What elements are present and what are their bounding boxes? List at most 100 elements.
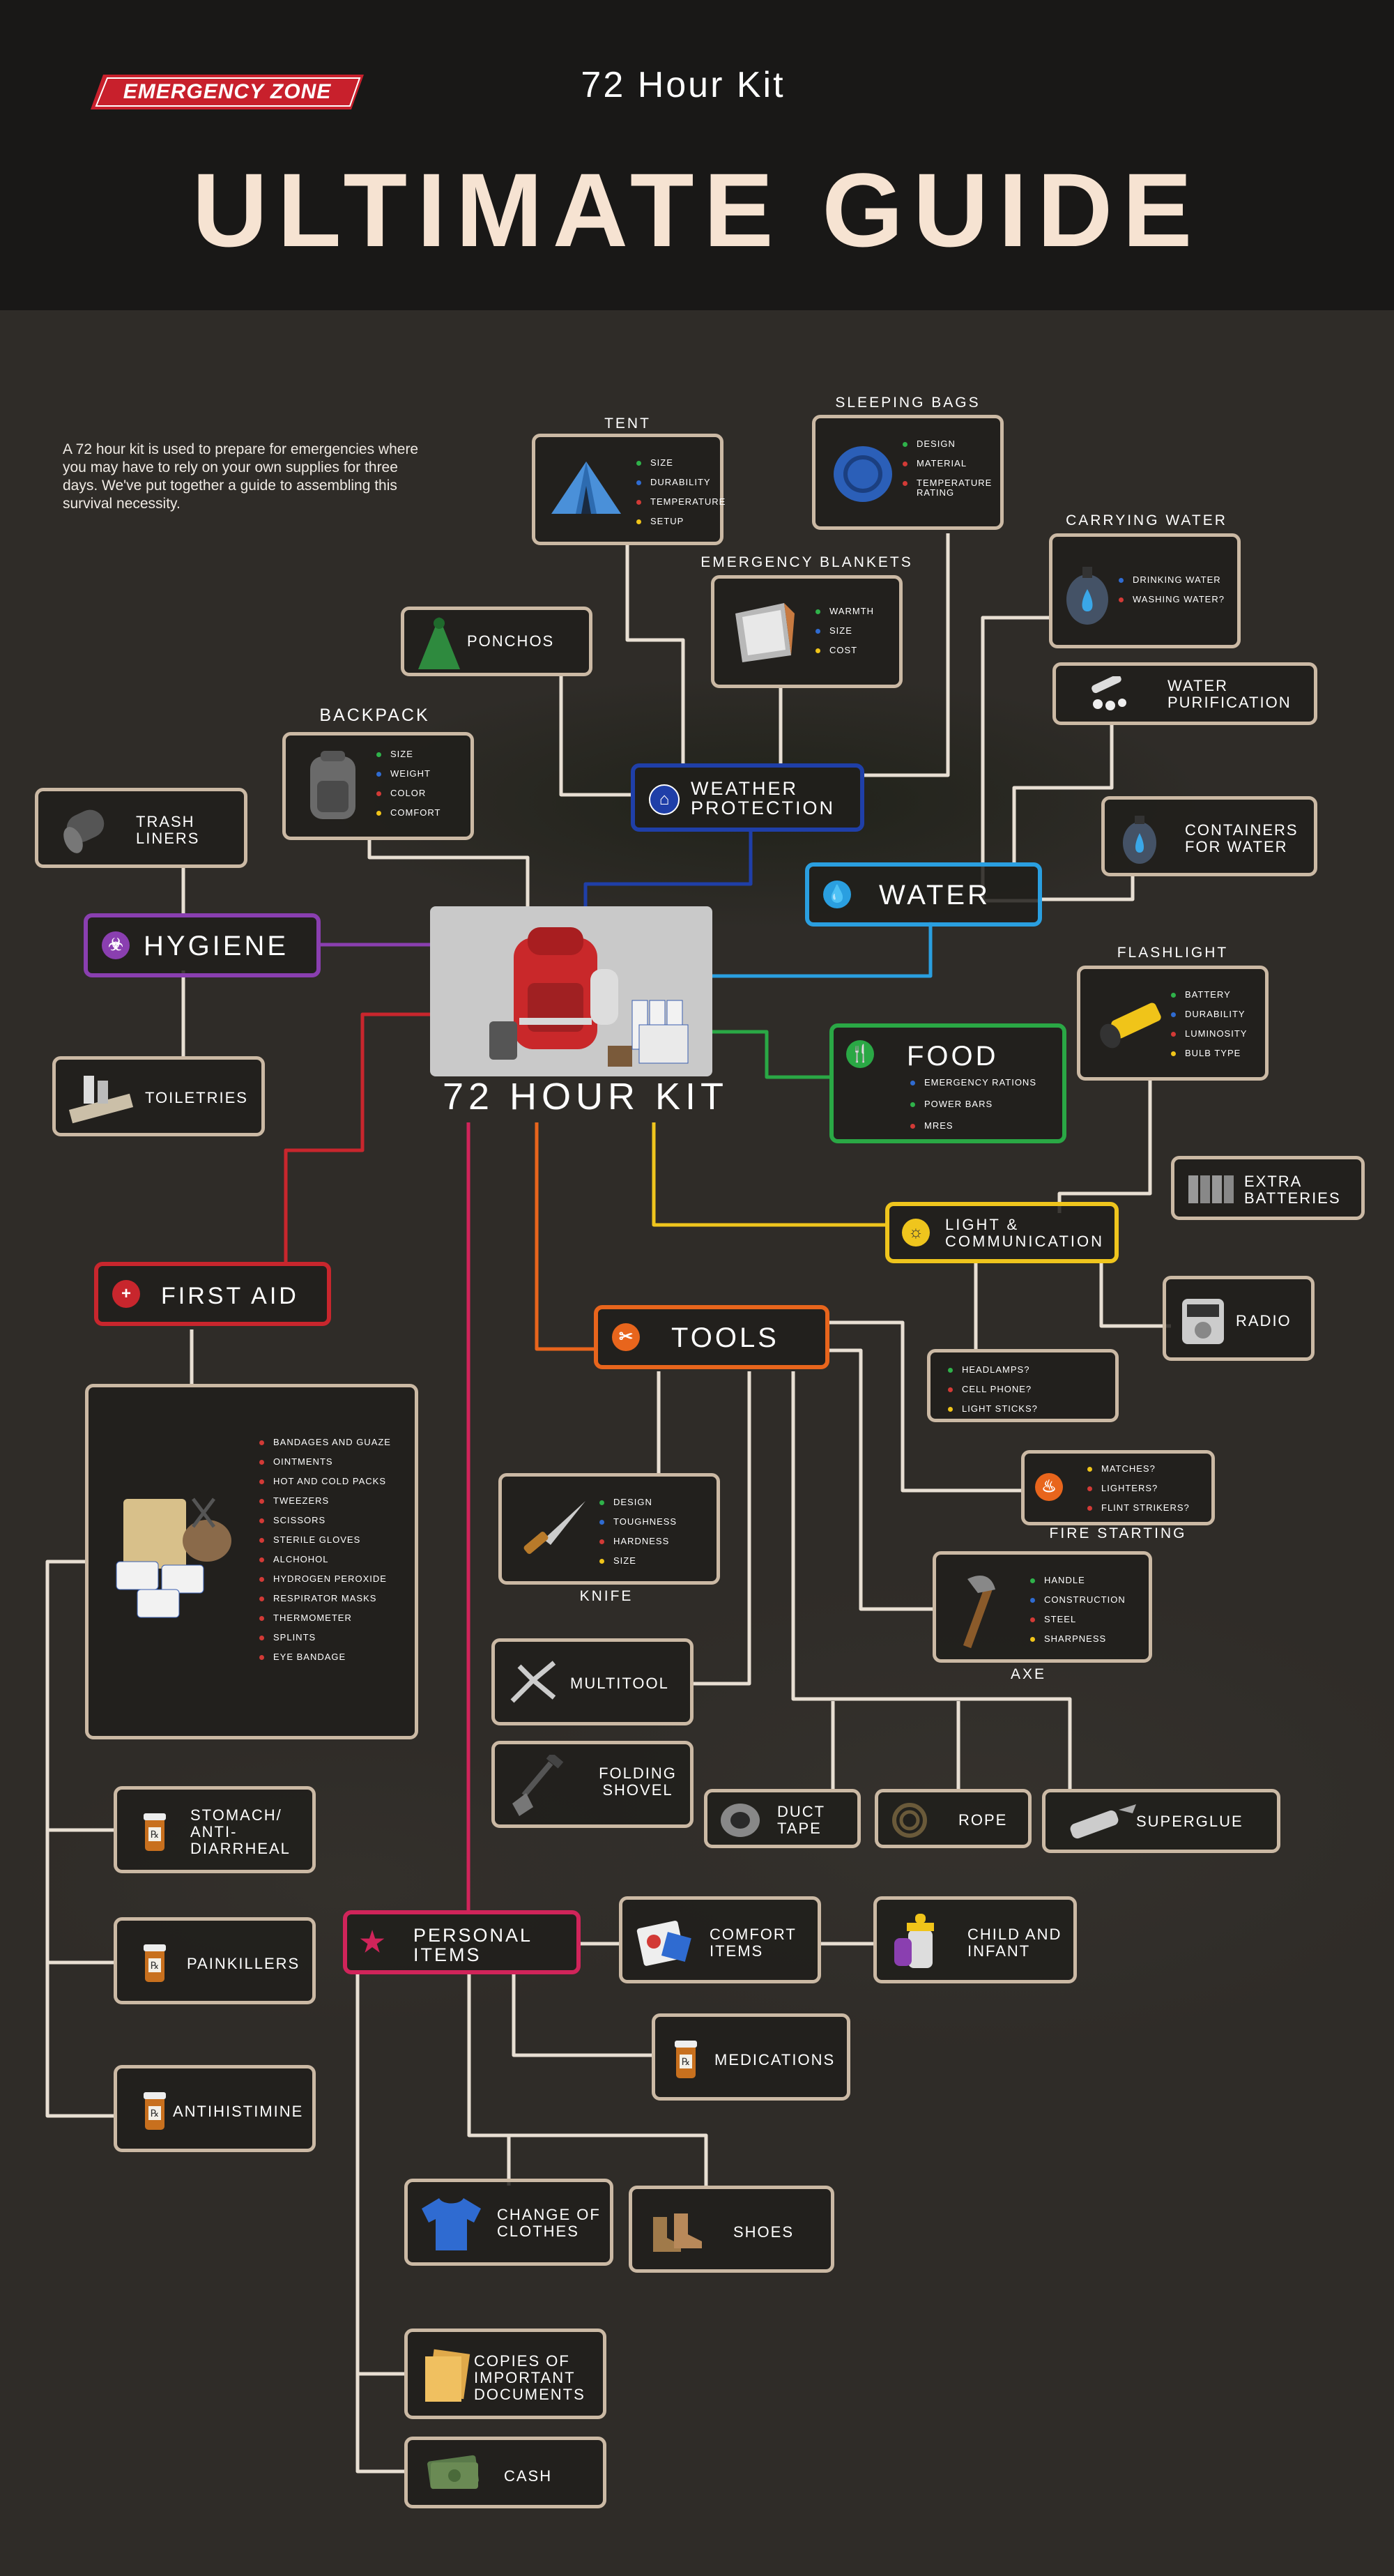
attribute: HARDNESS xyxy=(599,1537,677,1556)
toiletries-icon xyxy=(68,1076,134,1124)
backpack-box: SIZE WEIGHT COLOR COMFORT xyxy=(282,732,474,840)
attribute: SIZE xyxy=(599,1556,677,1576)
attribute: DRINKING WATER xyxy=(1119,575,1225,595)
shoes-box: SHOES xyxy=(629,2186,834,2273)
folding-shovel-label: FOLDING SHOVEL xyxy=(599,1765,677,1799)
flashlight-box: BATTERY DURABILITY LUMINOSITY BULB TYPE xyxy=(1077,966,1269,1081)
trash-liners-label: TRASH LINERS xyxy=(136,813,200,847)
carrying-water-box: DRINKING WATER WASHING WATER? xyxy=(1049,533,1241,648)
category-personal-items: ★ PERSONAL ITEMS xyxy=(343,1910,581,1974)
list-item: OINTMENTS xyxy=(259,1457,391,1477)
cash-box: CASH xyxy=(404,2437,606,2508)
lightbulb-icon: ☼ xyxy=(902,1219,930,1247)
tent-box: SIZE DURABILITY TEMPERATURE SETUP xyxy=(532,434,726,545)
attribute: SETUP xyxy=(636,517,726,536)
radio-icon xyxy=(1182,1299,1224,1344)
attribute: TOUGHNESS xyxy=(599,1517,677,1537)
blanket-icon xyxy=(735,603,795,662)
comfort-items-box: COMFORT ITEMS xyxy=(619,1896,821,1983)
first-aid-kit-box: BANDAGES AND GUAZE OINTMENTS HOT AND COL… xyxy=(85,1384,418,1739)
attribute: LUMINOSITY xyxy=(1171,1029,1247,1049)
change-of-clothes-box: CHANGE OF CLOTHES xyxy=(404,2179,613,2266)
attribute: DURABILITY xyxy=(1171,1009,1247,1029)
water-label: WATER xyxy=(879,880,990,910)
medications-box: MEDICATIONS xyxy=(652,2013,850,2101)
extra-batteries-box: EXTRA BATTERIES xyxy=(1171,1156,1365,1220)
sleeping-bags-box: DESIGN MATERIAL TEMPERATURE RATING xyxy=(812,415,1004,530)
list-item: BANDAGES AND GUAZE xyxy=(259,1438,391,1457)
list-item: THERMOMETER xyxy=(259,1613,391,1633)
fire-starting-items: MATCHES? LIGHTERS? FLINT STRIKERS? xyxy=(1087,1464,1190,1523)
list-item: TWEEZERS xyxy=(259,1496,391,1516)
cross-icon: + xyxy=(112,1280,140,1308)
list-item: LIGHT STICKS? xyxy=(948,1404,1038,1424)
painkillers-box: PAINKILLERS xyxy=(114,1917,316,2004)
weather-icon: ⌂ xyxy=(649,784,680,815)
list-item: EYE BANDAGE xyxy=(259,1652,391,1672)
category-first-aid: + FIRST AID xyxy=(94,1262,331,1326)
list-item: FLINT STRIKERS? xyxy=(1087,1503,1190,1523)
axe-title: AXE xyxy=(1010,1666,1047,1682)
personal-label: PERSONAL ITEMS xyxy=(413,1925,533,1965)
superglue-box: SUPERGLUE xyxy=(1042,1789,1280,1853)
main-title: ULTIMATE GUIDE xyxy=(192,151,1202,268)
first-aid-supplies-icon xyxy=(116,1497,231,1618)
flashlight-icon xyxy=(1100,1003,1161,1049)
food-items: EMERGENCY RATIONS POWER BARS MRES xyxy=(910,1078,1036,1143)
list-item: HYDROGEN PEROXIDE xyxy=(259,1574,391,1594)
radio-label: RADIO xyxy=(1236,1312,1292,1329)
biohazard-icon: ☣ xyxy=(102,931,130,959)
rope-icon xyxy=(892,1803,927,1838)
food-item: EMERGENCY RATIONS xyxy=(910,1078,1036,1099)
attribute: DESIGN xyxy=(903,439,1000,459)
sleeping-bags-title: SLEEPING BAGS xyxy=(835,395,981,411)
category-food: 🍴 FOOD EMERGENCY RATIONS POWER BARS MRES xyxy=(829,1023,1066,1143)
knife-box: DESIGN TOUGHNESS HARDNESS SIZE xyxy=(498,1473,720,1585)
sleeping-bag-icon xyxy=(834,446,892,502)
baby-bottle-icon xyxy=(894,1914,934,1968)
documents-icon xyxy=(425,2349,470,2402)
attribute: WEIGHT xyxy=(376,769,441,788)
axe-box: HANDLE CONSTRUCTION STEEL SHARPNESS xyxy=(933,1551,1152,1663)
duct-tape-box: DUCT TAPE xyxy=(704,1789,861,1848)
tools-label: TOOLS xyxy=(671,1323,779,1353)
trash-liners-box: TRASH LINERS xyxy=(35,788,247,868)
attribute: DESIGN xyxy=(599,1497,677,1517)
batteries-icon xyxy=(1188,1175,1234,1203)
tent-title: TENT xyxy=(604,416,651,432)
flashlight-title: FLASHLIGHT xyxy=(1117,945,1229,961)
blanket-attributes: WARMTH SIZE COST xyxy=(815,607,874,665)
documents-label: COPIES OF IMPORTANT DOCUMENTS xyxy=(474,2352,585,2403)
tent-icon xyxy=(551,462,621,514)
duct-tape-label: DUCT TAPE xyxy=(777,1803,825,1837)
category-hygiene: ☣ HYGIENE xyxy=(84,913,321,977)
documents-box: COPIES OF IMPORTANT DOCUMENTS xyxy=(404,2329,606,2419)
tools-icon: ✂ xyxy=(612,1323,640,1351)
sleeping-bag-attributes: DESIGN MATERIAL TEMPERATURE RATING xyxy=(903,439,1000,498)
attribute: BATTERY xyxy=(1171,990,1247,1009)
attribute: COMFORT xyxy=(376,808,441,828)
light-items: HEADLAMPS? CELL PHONE? LIGHT STICKS? xyxy=(948,1365,1038,1424)
canteen-icon xyxy=(1066,567,1108,625)
category-weather-protection: ⌂ WEATHER PROTECTION xyxy=(631,763,864,832)
attribute: SHARPNESS xyxy=(1030,1634,1126,1654)
center-label: 72 HOUR KIT xyxy=(442,1076,729,1118)
attribute: TEMPERATURE xyxy=(636,497,726,517)
carrying-water-attributes: DRINKING WATER WASHING WATER? xyxy=(1119,575,1225,614)
backpack-icon xyxy=(310,751,355,819)
ponchos-box: PONCHOS xyxy=(401,607,592,676)
superglue-label: SUPERGLUE xyxy=(1136,1813,1243,1830)
fire-starting-title: FIRE STARTING xyxy=(1049,1525,1187,1541)
food-icon: 🍴 xyxy=(846,1040,874,1068)
category-light-communication: ☼ LIGHT & COMMUNICATION xyxy=(885,1202,1119,1263)
water-purification-label: WATER PURIFICATION xyxy=(1167,677,1292,711)
containers-box: CONTAINERS FOR WATER xyxy=(1101,796,1317,876)
rope-label: ROPE xyxy=(958,1811,1008,1829)
shoes-icon xyxy=(653,2213,702,2252)
pill-bottle-icon xyxy=(144,1813,166,1851)
ponchos-label: PONCHOS xyxy=(467,632,555,650)
fire-starting-box: ♨ MATCHES? LIGHTERS? FLINT STRIKERS? xyxy=(1021,1450,1215,1525)
list-item: ALCHOHOL xyxy=(259,1555,391,1574)
